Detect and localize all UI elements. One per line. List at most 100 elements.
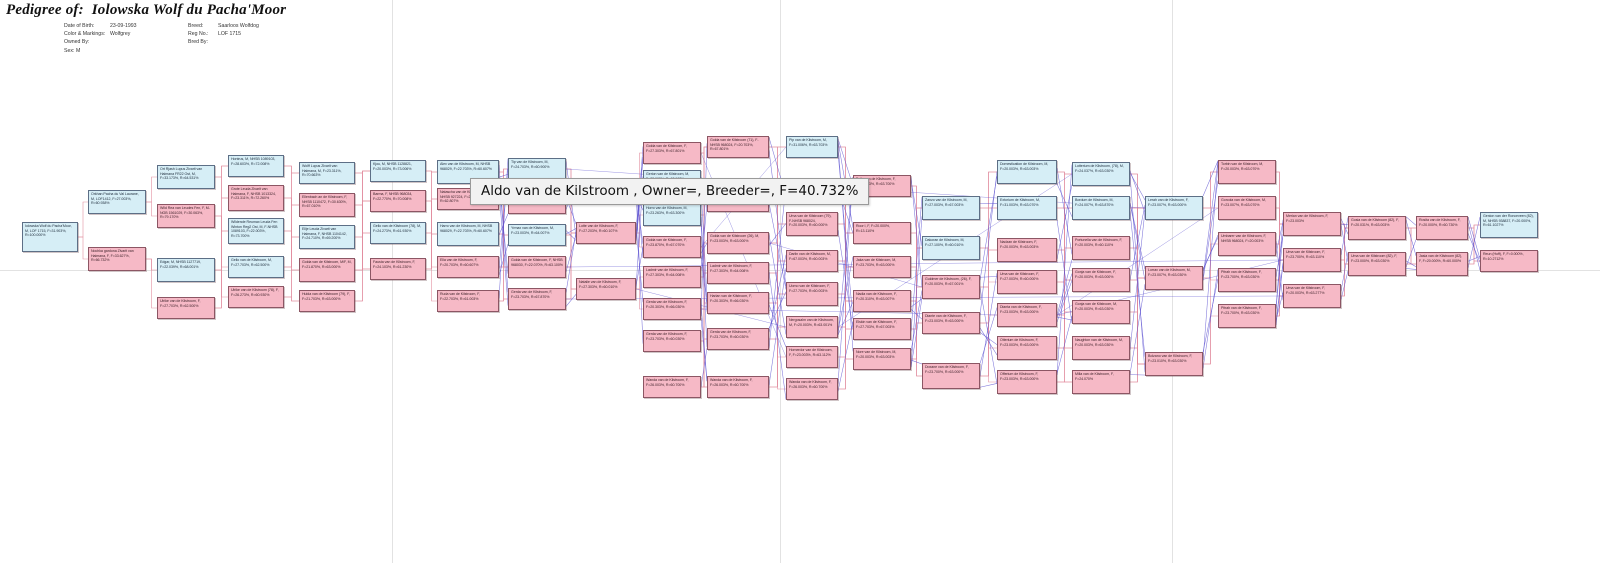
- pedigree-node[interactable]: Roor I, F, F=20.000%, R=13.110%: [853, 222, 911, 244]
- pedigree-node[interactable]: Horro van de Kilstroom, M, F=23.263%, R=…: [643, 204, 701, 226]
- pedigree-node[interactable]: Reun (Hoff), F, F=0.000%, R=10.2712%: [1480, 250, 1538, 272]
- pedigree-node[interactable]: Harlan van de Kilstroom, F, F=20.303%, R…: [707, 292, 769, 314]
- pedigree-node[interactable]: Yrmax van de Kilstroom, M, F=23.003%, R=…: [508, 224, 566, 246]
- pedigree-node[interactable]: Gerda van de Kilstroom, F, F=23.703%, R=…: [707, 328, 769, 350]
- pedigree-node[interactable]: Barma, F, NHSB 968034, F=22.770%, R=70.0…: [370, 190, 426, 212]
- pedigree-node[interactable]: Ort Rjash Lupus Zivarit van Halmana FR22…: [157, 165, 215, 189]
- pedigree-node[interactable]: Hontrus, M, NHSB 1089103, F=28.603%, R=7…: [228, 155, 284, 177]
- pedigree-node[interactable]: Uma van de Kilstroom (79), F-NHSB 968024…: [786, 212, 838, 236]
- pedigree-node[interactable]: Portunella van de Kilstroom, F, F=20.003…: [1072, 236, 1130, 260]
- pedigree-node[interactable]: Natalie van de Kilstroom, F, F=27.303%, …: [576, 278, 636, 300]
- pedigree-node[interactable]: Iolowska Wolf du Pacha'Moor, M, LOF 1715…: [22, 222, 78, 252]
- pedigree-node[interactable]: Nore van de Kilstroom, M, F=20.003%, R=6…: [853, 348, 911, 370]
- pedigree-node-text: Guldmer de Kilstroom, (26), F, F=20.003%…: [925, 277, 972, 286]
- pedigree-node[interactable]: Extorium de Kilstroom, M, F=31.003%, R=6…: [997, 196, 1057, 220]
- pedigree-node-text: Darlin van de Kilstroom, M, F=67.003%, R…: [789, 252, 831, 261]
- pedigree-node[interactable]: Gerda van de Kilstroom, F, F=23.703%, R=…: [643, 330, 701, 352]
- pedigree-node[interactable]: Dianta van de Kilstroom, F, F=23.003%, R…: [997, 303, 1057, 327]
- pedigree-node[interactable]: Kjou, M, NHSB 1128821, F=20.003%, R=73.0…: [370, 160, 426, 182]
- pedigree-node-text: Uma van de Kilstroom (82), F, F=23.000%,…: [1351, 254, 1398, 263]
- pedigree-node[interactable]: Ladmir van de Kilstroom, F, F=27.303%, R…: [707, 262, 769, 284]
- pedigree-node[interactable]: Grote Leuda Zivarit van Halmana, F, NHSB…: [228, 185, 284, 211]
- pedigree-node[interactable]: Uma van de Kilstroom, F, F=23.700%, R=63…: [1283, 248, 1341, 272]
- metadata-label: Date of Birth:: [64, 23, 95, 29]
- pedigree-node[interactable]: Gorcola van de Kilstroom, M, F=23.007%, …: [1218, 196, 1276, 220]
- pedigree-node[interactable]: Tip van de Kilstroom, M, F=24.703%, R=60…: [508, 158, 566, 180]
- pedigree-node[interactable]: Offerium de Kilstroom, F, F=23.003%, R=6…: [997, 370, 1057, 394]
- pedigree-node[interactable]: Domestication de Kilstroom, M, F=20.003%…: [997, 160, 1057, 184]
- pedigree-node[interactable]: Merian van de Kilstroom, F, F=23.003%: [1283, 212, 1341, 236]
- pedigree-node-text: Merian van de Kilstroom, F, F=23.003%: [1286, 214, 1329, 223]
- pedigree-node[interactable]: Wild Rea van Leudes Fen, F, M-NGB 156102…: [157, 204, 215, 228]
- pedigree-node[interactable]: Uma van de Kilstroom, F, F=27.003%, R=60…: [997, 270, 1057, 294]
- pedigree-node[interactable]: Edgar, M, NHSB 1127719, F=22.039%, R=68.…: [157, 258, 215, 282]
- pedigree-node[interactable]: Gerda van de Kilstroom, F, F=20.303%, R=…: [643, 298, 701, 320]
- pedigree-node[interactable]: Pitrah van de Kilstroom, F, F=23.700%, R…: [1218, 304, 1276, 328]
- pedigree-node[interactable]: Gosia van de Kilstroom (82), F, F=20.031…: [1348, 216, 1406, 240]
- pedigree-node[interactable]: Nochka gardona Zivarit van Halmana, F, F…: [88, 247, 146, 271]
- pedigree-node[interactable]: Ella van de Kilstroom, F, F=20.703%, R=6…: [437, 256, 499, 278]
- pedigree-node[interactable]: Pip van de Kilstroom, M, F=31.006%, R=63…: [786, 136, 838, 158]
- pedigree-node[interactable]: Ruda van de Kilstroom, F, F=22.703%, R=6…: [437, 290, 499, 312]
- pedigree-node[interactable]: Gello van de Kilstroom (78), M, F=24.273…: [370, 222, 426, 244]
- pedigree-node[interactable]: Golda van de Kilstroom (71), F-NHSB 9680…: [707, 136, 769, 158]
- pedigree-node[interactable]: Wolff Lupus Zivarit van Halmana, M, F=23…: [299, 162, 355, 184]
- pedigree-node[interactable]: Uma van de Kilstroom, F, F=20.003%, R=63…: [1283, 284, 1341, 308]
- pedigree-node[interactable]: Golda van de Kilstroom, F, F=27.303%, R=…: [643, 142, 701, 164]
- pedigree-node[interactable]: Naughton van de Kilstroom, M, F=20.003%,…: [1072, 336, 1130, 360]
- pedigree-node[interactable]: Pitrah van de Kilstroom, F, F=23.700%, R…: [1218, 268, 1276, 292]
- pedigree-node[interactable]: Zanzo van de Kilstroom, M, F=27.003%, R=…: [922, 196, 980, 220]
- pedigree-node[interactable]: Darlin van de Kilstroom, M, F=67.003%, R…: [786, 250, 838, 272]
- pedigree-node-text: Barma, F, NHSB 968034, F=22.770%, R=70.0…: [373, 192, 413, 201]
- pedigree-node[interactable]: Orkhan Pacha du Val Laurane, M, LOF1412,…: [88, 190, 146, 214]
- pedigree-node[interactable]: Uomo van de Kilstroom, F, F=27.703%, R=6…: [786, 282, 838, 306]
- pedigree-node[interactable]: Elskin van de Kilstroom, F, F=27.703%, R…: [853, 318, 911, 340]
- pedigree-node[interactable]: Gonja van de Kilstroom, F, F=20.003%, R=…: [1072, 268, 1130, 292]
- pedigree-node[interactable]: Gello van de Kilstroom, M, F=27.703%, R=…: [228, 256, 284, 278]
- pedigree-node[interactable]: Wildende Reumax Leuda Fen Winton Reg2 Os…: [228, 218, 284, 244]
- pedigree-node[interactable]: Umbarer van de Kilstroom, F, NHSB 968024…: [1218, 232, 1276, 256]
- pedigree-node[interactable]: Ellenbach an de Kilstroom, F, NHSB 11104…: [299, 193, 355, 217]
- pedigree-node[interactable]: Nadia van de Kilstroom, F, F=20.310%, R=…: [853, 290, 911, 312]
- pedigree-node[interactable]: Homerdor van de Kilstroom, F, F=23.003%,…: [786, 346, 838, 368]
- pedigree-node[interactable]: Nadzan de Kilstroom, F, F=20.003%, R=63.…: [997, 238, 1057, 262]
- pedigree-node[interactable]: Guldmer de Kilstroom, (26), F, F=20.003%…: [922, 275, 980, 299]
- pedigree-node[interactable]: Doxane van de Kilstroom, F, F=23.700%, R…: [922, 363, 980, 389]
- pedigree-node[interactable]: Dakoran de Kilstroom, M, F=27.100%, R=60…: [922, 236, 980, 260]
- pedigree-node-text: Gonja van de Kilstroom, M, F=20.003%, R=…: [1075, 302, 1118, 311]
- pedigree-node[interactable]: Ladmir van de Kilstroom, F, F=27.303%, R…: [643, 266, 701, 288]
- pedigree-node[interactable]: Milla van de Kilstroom, F, F=24.070%: [1072, 370, 1130, 394]
- pedigree-node[interactable]: Wanda van de Kilstroom, F, F=26.003%, R=…: [707, 376, 769, 398]
- pedigree-node[interactable]: Ellje Leuda Zivarit van Halmana, F, NHSB…: [299, 225, 355, 249]
- pedigree-node[interactable]: Rosita van de Kilstroom, F, F=20.000%, R…: [1416, 216, 1468, 240]
- pedigree-node[interactable]: Genion van der Ronceveen (82), M, NHSB 9…: [1480, 212, 1538, 238]
- pedigree-node[interactable]: Bolzano van de Kilstroom, F, F=23.010%, …: [1145, 352, 1203, 376]
- pedigree-node[interactable]: Torbin van de Kilstroom, M, F=20.003%, R…: [1218, 160, 1276, 184]
- pedigree-node[interactable]: Gonja van de Kilstroom, M, F=20.003%, R=…: [1072, 300, 1130, 324]
- pedigree-node[interactable]: Lotterium de Kilstroom, (78), M, F=24.03…: [1072, 162, 1130, 186]
- pedigree-node[interactable]: Harro van de Kilstroom, M, NHSB 968029, …: [437, 222, 499, 246]
- pedigree-node[interactable]: Wanda van de Kilstroom, F, F=26.003%, R=…: [643, 376, 701, 398]
- pedigree-node[interactable]: Lotte van de Kilstroom, F, F=27.203%, R=…: [576, 222, 636, 244]
- pedigree-node[interactable]: Golda van de Kilstroom, F, NHSB 968030, …: [508, 256, 566, 278]
- pedigree-node[interactable]: Fausta van de Kilstroom, F, F=24.103%, R…: [370, 258, 426, 280]
- pedigree-node[interactable]: Bordum de Kilstroom, M, F=24.007%, R=63.…: [1072, 196, 1130, 220]
- title-lead: Pedigree of:: [6, 2, 84, 18]
- pedigree-node[interactable]: Lorrax van de Kilstroom, M, F=23.007%, R…: [1145, 266, 1203, 290]
- pedigree-node[interactable]: Otterium de Kilstroom, F, F=23.003%, R=6…: [997, 336, 1057, 360]
- pedigree-node[interactable]: Hulda van de Kilstroom (79), F, F=21.703…: [299, 290, 355, 312]
- pedigree-node[interactable]: Jaka van de Kilstroom, M, F=23.703%, R=6…: [853, 256, 911, 278]
- pedigree-node[interactable]: Ulrike van de Kilstroom, F, F=27.703%, R…: [157, 297, 215, 319]
- pedigree-node[interactable]: Nergosalm van de Kilstroom, M, F=20.003%…: [786, 316, 838, 338]
- pedigree-node[interactable]: Uma van de Kilstroom (82), F, F=23.000%,…: [1348, 252, 1406, 276]
- pedigree-node[interactable]: Wanda van de Kilstroom, F, F=26.003%, R=…: [786, 378, 838, 400]
- pedigree-node[interactable]: Jasia van de Kilstroom (82), F, F=20.000…: [1416, 252, 1468, 276]
- pedigree-node[interactable]: Golda van de Kilstroom, F, F=23.870%, R=…: [643, 236, 701, 258]
- pedigree-node[interactable]: Golda van de Kilstroom, M/F, M, F=21.870…: [299, 258, 355, 282]
- pedigree-node[interactable]: Golda van de Kilstroom (26), M, F=23.003…: [707, 232, 769, 254]
- pedigree-node[interactable]: Ulrike van de Kilstroom (78), F, F=26.27…: [228, 286, 284, 308]
- pedigree-node[interactable]: Diante van de Kilstroom, F, F=23.003%, R…: [922, 312, 980, 334]
- pedigree-node[interactable]: Gerda van de Kilstroom, F, F=23.703%, R=…: [508, 288, 566, 310]
- pedigree-node[interactable]: Lerah van de Kilstroom, F, F=23.007%, R=…: [1145, 196, 1203, 220]
